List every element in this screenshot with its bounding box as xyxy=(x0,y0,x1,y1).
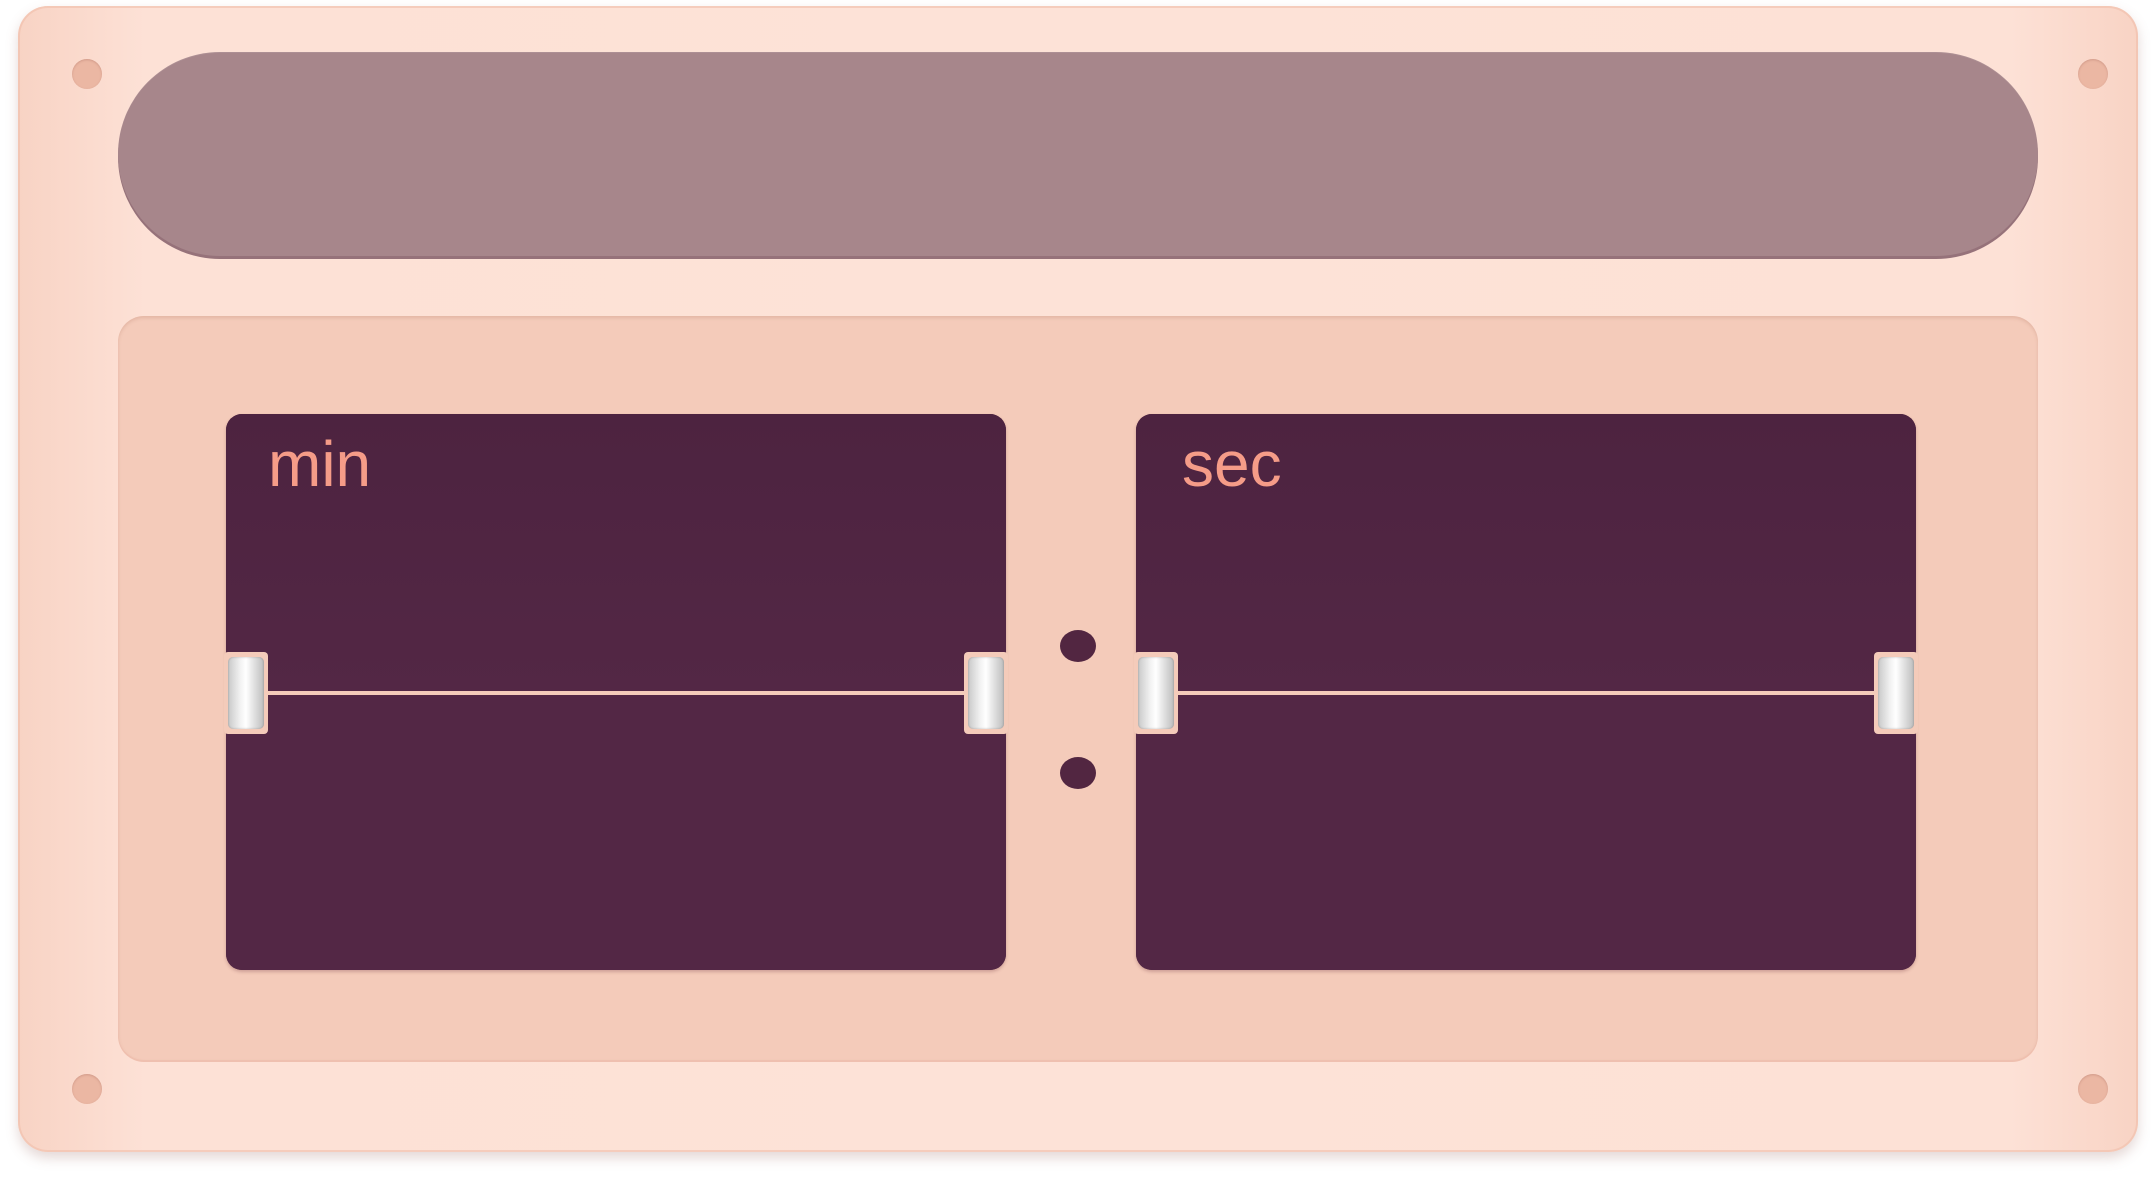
display-bar xyxy=(118,52,2038,256)
minutes-label: min xyxy=(268,428,372,500)
minutes-hinge-left xyxy=(224,652,268,734)
seconds-hinge-left xyxy=(1134,652,1178,734)
seconds-flap-top xyxy=(1136,414,1916,691)
minutes-flap-top xyxy=(226,414,1006,691)
flip-clock-panel: min sec xyxy=(118,316,2038,1060)
screw-bottom-right xyxy=(2078,1074,2108,1104)
screw-bottom-left xyxy=(72,1074,102,1104)
seconds-flap[interactable]: sec xyxy=(1134,414,1918,970)
seconds-split-line xyxy=(1166,691,1886,695)
seconds-flap-bottom xyxy=(1136,693,1916,970)
seconds-hinge-right xyxy=(1874,652,1918,734)
minutes-flap-bottom xyxy=(226,693,1006,970)
screw-top-left xyxy=(72,59,102,89)
minutes-flap[interactable]: min xyxy=(224,414,1008,970)
minutes-hinge-right xyxy=(964,652,1008,734)
timer-device: min sec xyxy=(18,6,2138,1152)
seconds-label: sec xyxy=(1182,428,1282,500)
colon-dot-bottom xyxy=(1060,757,1096,789)
display-text xyxy=(118,52,2038,256)
screw-top-right xyxy=(2078,59,2108,89)
colon-dot-top xyxy=(1060,630,1096,662)
minutes-split-line xyxy=(256,691,976,695)
